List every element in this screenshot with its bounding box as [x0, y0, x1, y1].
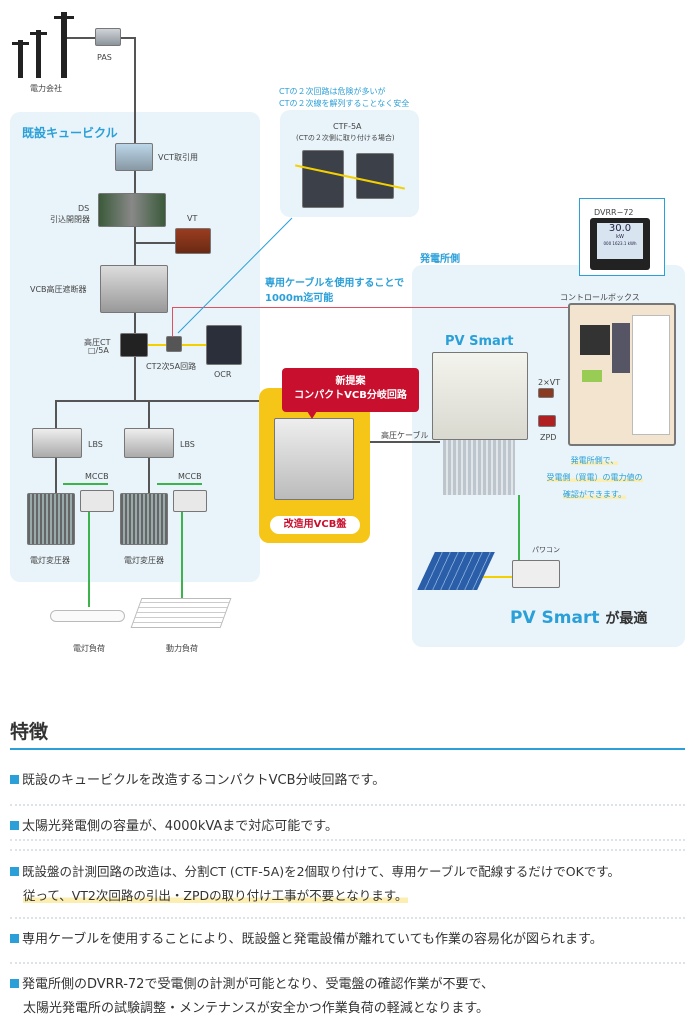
vct-label: VCT取引用 [158, 153, 198, 162]
features-divider [10, 748, 685, 750]
lbs-label: LBS [180, 440, 195, 449]
zpd-label: ZPD [540, 433, 557, 442]
zpd-device [538, 415, 556, 427]
plant-note-line: 受電側（買電）の電力値の [546, 473, 643, 482]
dvrr-unit: kW [616, 234, 624, 240]
square-bullet-icon [10, 867, 19, 876]
mccb-breaker [173, 490, 207, 512]
lbs-label: LBS [88, 440, 103, 449]
feature-text: 太陽光発電所の試験調整・メンテナンスが安全かつ作業負荷の軽減となります。 [23, 1001, 490, 1016]
callout-line: 新提案 [335, 376, 366, 387]
existing-cubicle-title: 既設キュービクル [22, 126, 118, 140]
pcs-label: パワコン [532, 546, 560, 554]
pv-smart-logo: PV Smart [445, 334, 514, 349]
lbs-device [32, 428, 82, 458]
feature-text: 専用ケーブルを使用することにより、既設盤と発電設備が離れていても作業の容易化が図… [22, 932, 603, 947]
vt-label: VT [187, 214, 198, 223]
tagline-brand: PV Smart [510, 608, 600, 628]
control-box-label: コントロールボックス [560, 293, 640, 302]
ocr-device [206, 325, 242, 365]
feature-item: 太陽光発電側の容量が、4000kVAまで対応可能です。 [10, 815, 338, 839]
square-bullet-icon [10, 775, 19, 784]
ds-device [98, 193, 166, 227]
vct-device [115, 143, 153, 171]
feature-text: 太陽光発電側の容量が、4000kVAまで対応可能です。 [22, 819, 339, 834]
square-bullet-icon [10, 821, 19, 830]
ctf-5a-image [356, 153, 394, 199]
hv-cable-label: 高圧ケーブル [381, 431, 429, 440]
ctf-title: CTF-5A [333, 122, 362, 131]
square-bullet-icon [10, 979, 19, 988]
load-label: 電灯負荷 [73, 644, 105, 653]
proposal-callout: 新提案 コンパクトVCB分岐回路 [282, 368, 419, 412]
feature-text-highlight: 従って、VT2次回路の引出・ZPDの取り付け工事が不要となります。 [23, 888, 408, 903]
vcb-panel-image [274, 418, 354, 500]
ct2-clamp [166, 336, 182, 352]
plant-side-title: 発電所側 [420, 254, 460, 265]
mccb-breaker [80, 490, 114, 512]
square-bullet-icon [10, 934, 19, 943]
ct2-label: CT2次5A回路 [146, 362, 197, 371]
utility-label: 電力会社 [30, 84, 62, 93]
ocr-label: OCR [214, 370, 232, 379]
feature-text: 既設盤の計測回路の改造は、分割CT (CTF-5A)を2個取り付けて、専用ケーブ… [22, 864, 621, 879]
vt-device [538, 388, 554, 398]
cable-note-line: 1000m迄可能 [265, 293, 334, 304]
pv-smart-tagline: PV Smart が最適 [510, 608, 647, 628]
ds-label: DS [78, 204, 90, 213]
aircon-load-icon [130, 598, 232, 628]
plant-note-line: 発電所側で、 [570, 456, 619, 465]
vcb-panel-label: 改造用VCB盤 [270, 516, 360, 534]
hv-ct-device [120, 333, 148, 357]
feature-item: 既設のキュービクルを改造するコンパクトVCB分岐回路です。 [10, 769, 385, 793]
transformer-label: 電灯変圧器 [124, 556, 164, 565]
vt-device [175, 228, 211, 254]
dvrr-energy: 000 1623.1 kWh [603, 241, 637, 246]
load-label: 動力負荷 [166, 644, 198, 653]
dvrr-meter: 30.0 kW 000 1623.1 kWh [590, 218, 650, 270]
transformer [120, 493, 168, 545]
callout-line: コンパクトVCB分岐回路 [294, 390, 407, 401]
feature-item: 既設盤の計測回路の改造は、分割CT (CTF-5A)を2個取り付けて、専用ケーブ… [10, 860, 620, 908]
plant-note: 発電所側で、 受電側（買電）の電力値の 確認ができます。 [527, 452, 662, 503]
ct-note-line: CTの２次線を解列することなく安全 [279, 99, 410, 108]
ct-note-line: CTの２次回路は危険が多いが [279, 87, 386, 96]
dvrr-label: DVRR−72 [594, 208, 634, 217]
power-conditioner [512, 560, 560, 588]
cable-note: 専用ケーブルを使用することで 1000m迄可能 [265, 276, 404, 306]
leader-line [177, 217, 293, 334]
ds-sub-label: 引込開閉器 [50, 215, 90, 224]
lbs-device [124, 428, 174, 458]
cable-note-line: 専用ケーブルを使用することで [265, 278, 405, 289]
dvrr-value: 30.0 [608, 223, 632, 234]
pv-smart-transformer [443, 440, 515, 495]
light-load-icon [50, 610, 125, 622]
hv-ct-ratio: □/5A [88, 346, 109, 355]
pas-label: PAS [97, 53, 112, 62]
feature-text: 既設のキュービクルを改造するコンパクトVCB分岐回路です。 [22, 773, 386, 788]
transformer-label: 電灯変圧器 [30, 556, 70, 565]
vcb-label: VCB高圧遮断器 [30, 285, 87, 294]
plant-note-line: 確認ができます。 [562, 490, 627, 499]
hv-ct-label: 高圧CT [84, 338, 111, 347]
feature-text: 発電所側のDVRR-72で受電側の計測が可能となり、受電盤の確認作業が不要で、 [22, 977, 495, 992]
feature-item: 専用ケーブルを使用することにより、既設盤と発電設備が離れていても作業の容易化が図… [10, 928, 603, 952]
features-heading: 特徴 [10, 721, 49, 743]
vt2-label: 2×VT [538, 378, 561, 387]
control-box [568, 303, 676, 446]
transformer [27, 493, 75, 545]
tagline-suffix: が最適 [605, 611, 648, 627]
pv-smart-cubicle [432, 352, 528, 440]
feature-item: 発電所側のDVRR-72で受電側の計測が可能となり、受電盤の確認作業が不要で、太… [10, 973, 494, 1021]
mccb-label: MCCB [85, 472, 109, 481]
ctf-5a-image [302, 150, 344, 208]
mccb-label: MCCB [178, 472, 202, 481]
ct-note: CTの２次回路は危険が多いが CTの２次線を解列することなく安全 [279, 86, 409, 110]
ctf-subtitle: (CTの２次側に取り付ける場合) [296, 134, 395, 142]
pas-switch [95, 28, 121, 46]
vcb-device [100, 265, 168, 313]
